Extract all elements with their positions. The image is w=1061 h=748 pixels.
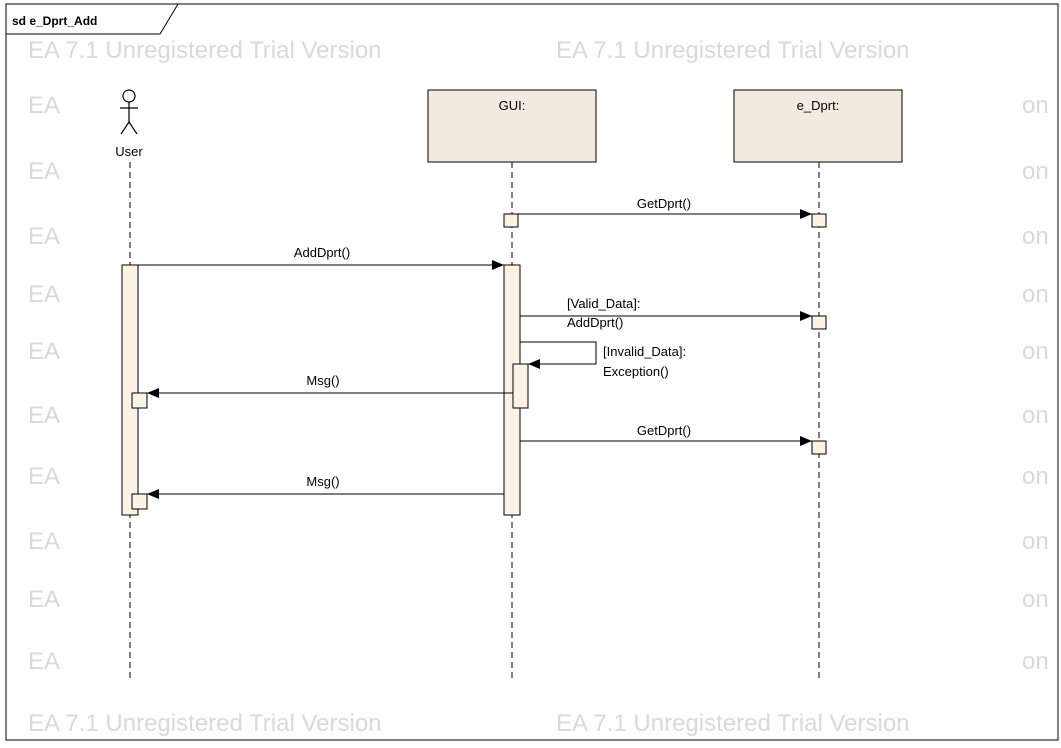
user-actor-icon — [120, 89, 138, 135]
diagram-frame — [5, 3, 1059, 741]
watermark-left-4: EA — [28, 281, 60, 308]
message-invalid-exception-label-2: Exception() — [603, 364, 669, 379]
watermark-right-2: on — [1022, 158, 1049, 185]
watermark-top-right: EA 7.1 Unregistered Trial Version — [556, 37, 910, 64]
message-valid-adddprt-label-2: AddDprt() — [567, 315, 623, 330]
watermark-right-3: on — [1022, 223, 1049, 250]
user-lifeline-label: User — [115, 144, 143, 159]
watermark-top-left: EA 7.1 Unregistered Trial Version — [28, 37, 382, 64]
gui-exec-box — [503, 213, 519, 228]
watermark-right-5: on — [1022, 338, 1049, 365]
edprt-exec-box-3 — [811, 440, 827, 455]
watermark-left-8: EA — [28, 528, 60, 555]
gui-lifeline-label: GUI: — [499, 98, 526, 113]
message-getdprt-1-label: GetDprt() — [637, 196, 691, 211]
message-getdprt-2-label: GetDprt() — [637, 423, 691, 438]
gui-lifeline-box — [427, 89, 597, 163]
watermark-right-4: on — [1022, 281, 1049, 308]
watermark-bottom-left: EA 7.1 Unregistered Trial Version — [28, 710, 382, 737]
edprt-exec-box-2 — [811, 315, 827, 330]
gui-nested-activation — [512, 363, 529, 409]
edprt-lifeline-label: e_Dprt: — [797, 98, 840, 113]
message-invalid-exception-arrow — [520, 341, 597, 369]
watermark-right-8: on — [1022, 528, 1049, 555]
message-msg-1-label: Msg() — [306, 373, 339, 388]
message-invalid-exception-label-1: [Invalid_Data]: — [603, 344, 686, 359]
user-exec-box-2 — [131, 493, 148, 510]
frame-title: sd e_Dprt_Add — [12, 14, 97, 28]
watermark-left-column: EA EA EA EA EA EA EA EA EA EA — [28, 92, 60, 675]
watermark-left-10: EA — [28, 648, 60, 675]
edprt-exec-box-1 — [811, 213, 827, 228]
watermark-left-1: EA — [28, 92, 60, 119]
watermark-left-9: EA — [28, 586, 60, 613]
watermark-left-3: EA — [28, 223, 60, 250]
watermark-left-7: EA — [28, 463, 60, 490]
watermark-right-6: on — [1022, 402, 1049, 429]
message-msg-2-label: Msg() — [306, 474, 339, 489]
watermark-right-1: on — [1022, 92, 1049, 119]
watermark-left-2: EA — [28, 158, 60, 185]
message-adddprt-label: AddDprt() — [294, 245, 350, 260]
watermark-right-9: on — [1022, 586, 1049, 613]
user-exec-box-1 — [131, 392, 148, 409]
user-activation — [121, 264, 139, 516]
watermark-right-10: on — [1022, 648, 1049, 675]
watermark-left-5: EA — [28, 338, 60, 365]
watermark-left-6: EA — [28, 402, 60, 429]
watermark-bottom-right: EA 7.1 Unregistered Trial Version — [556, 710, 910, 737]
message-valid-adddprt-label-1: [Valid_Data]: — [567, 296, 640, 311]
watermark-right-column: on on on on on on on on on on — [1022, 92, 1049, 675]
frame-tab — [5, 3, 179, 35]
watermark-right-7: on — [1022, 463, 1049, 490]
edprt-lifeline-box — [733, 89, 903, 163]
